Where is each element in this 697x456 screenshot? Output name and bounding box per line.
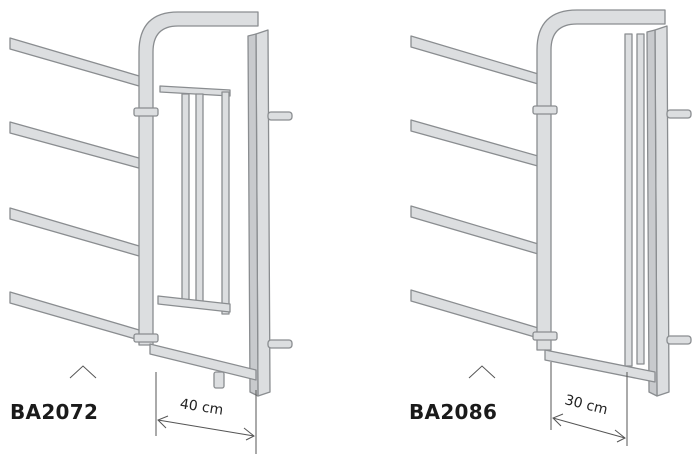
inner-bar [221, 91, 230, 315]
inner-frame [159, 85, 231, 97]
fence-bar [9, 121, 147, 171]
latch [666, 335, 692, 345]
fence-bar [9, 207, 147, 259]
dimension-arrow [157, 415, 169, 429]
fence-bar [410, 289, 546, 341]
latch [267, 111, 293, 121]
fence-bar [410, 35, 546, 87]
hinge [532, 331, 558, 341]
inner-bar [636, 33, 645, 365]
dimension-arrow [552, 413, 564, 427]
fence-bar [9, 37, 147, 89]
dimension-line [157, 419, 255, 437]
inner-frame [157, 295, 231, 313]
fence-bar [410, 205, 546, 257]
dimension-line [552, 417, 626, 439]
inner-bar [624, 33, 633, 367]
foot [213, 371, 225, 389]
fence-bar [9, 291, 147, 343]
gate-illustration-ba2072 [9, 11, 293, 454]
gate-post-side [646, 29, 658, 397]
hinge [532, 105, 558, 115]
gate-hoop [536, 9, 666, 351]
product-code: BA2072 [10, 400, 99, 424]
product-code: BA2086 [409, 400, 498, 424]
inner-bar [195, 93, 204, 307]
dimension-arrow [243, 427, 255, 441]
product-panel-ba2086: BA2086 30 cm [349, 0, 697, 456]
marker-caret [69, 365, 97, 379]
inner-bar [181, 93, 190, 303]
gate-post-side [247, 33, 259, 397]
fence-bar [410, 119, 546, 169]
hinge [133, 107, 159, 117]
gate-illustration-ba2086 [410, 9, 692, 446]
marker-caret [468, 365, 496, 379]
dimension-arrow [614, 429, 626, 443]
latch [666, 109, 692, 119]
latch [267, 339, 293, 349]
gate-hoop [138, 11, 259, 346]
gate-bottom-bar [149, 343, 257, 381]
hinge [133, 333, 159, 343]
product-panel-ba2072: BA2072 40 cm [0, 0, 348, 456]
